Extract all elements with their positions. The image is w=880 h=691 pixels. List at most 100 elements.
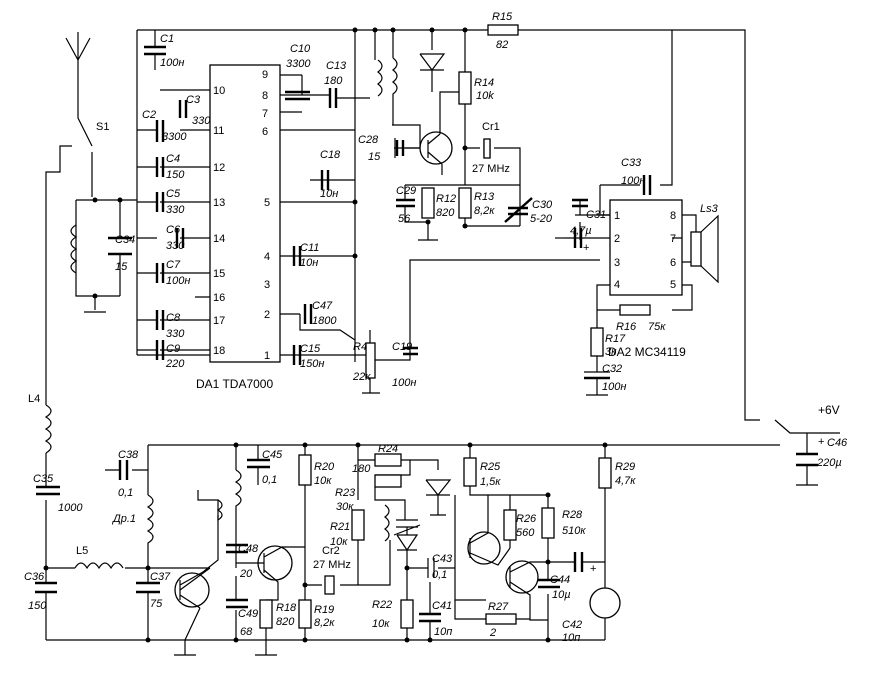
resistor-r16 [619,304,651,316]
label-labels-c34: C34 [115,234,135,246]
label-labels-r22: R22 [372,599,392,611]
label-labels-c3: C3 [186,94,201,106]
label-labels-r29: R29 [615,461,635,473]
label-labels-c34v: 15 [115,261,128,273]
label-labels-c3v: 330 [192,115,211,127]
label-labels-r4v: 22к [352,371,371,383]
label-labels-vcc: +6V [818,403,840,417]
label-labels-c37v: 75 [150,598,163,610]
resistor-r28 [541,507,555,539]
label-labels-c13: C13 [326,60,347,72]
label-labels-r23: R23 [335,487,356,499]
label-labels-c48: C48 [238,543,259,555]
label-labels-c29v: 56 [398,213,411,225]
label-labels-c43v: 0,1 [432,569,447,581]
label-labels-r27v: 2 [489,627,496,639]
label-labels-cr1: Cr1 [482,121,500,133]
label-labels-r20: R20 [314,461,335,473]
label-labels-c9: C9 [166,343,180,355]
label-labels-c38v: 0,1 [118,487,133,499]
resistor-r29 [598,457,612,489]
label-labels-c41: C41 [432,600,452,612]
label-labels-c45v: 0,1 [262,474,277,486]
label-labels-r20v: 10к [314,475,332,487]
label-pins_da2-1: 2 [614,233,620,245]
label-labels-c19: C19 [392,341,412,353]
label-labels-c44v: 10µ [552,589,571,601]
label-labels-r21v: 10к [330,536,348,548]
label-labels-cr1v: 27 MHz [472,163,510,175]
resistor-r20 [298,454,312,486]
label-labels-c5v: 330 [166,204,185,216]
label-labels-r13: R13 [474,191,495,203]
label-labels-c8: C8 [166,312,181,324]
label-labels-c4: C4 [166,153,180,165]
label-pins_da1-3: 6 [262,126,268,138]
resistor-r13 [458,187,472,219]
label-labels-r28v: 510к [562,525,586,537]
label-labels-c7: C7 [166,259,181,271]
label-da2: DA2 MC34119 [608,345,686,359]
label-pins_da1-5: 11 [213,125,224,137]
label-labels-cr2: Cr2 [322,545,340,557]
label-pins_da1-14: 4 [264,251,270,263]
label-labels-c46: C46 [827,437,848,449]
label-labels-r27: R27 [488,601,509,613]
crystal-cr1 [483,138,491,159]
label-c1: C1 [160,33,174,45]
label-labels-c15v: 150н [300,358,324,370]
label-pins_da2-7: 5 [670,279,676,291]
label-labels-c32v: 100н [602,381,626,393]
label-labels-c42: C42 [562,619,582,631]
resistor-r24 [374,453,402,467]
label-pins_da1-4: 10 [213,85,225,97]
label-labels-r15: R15 [492,11,513,23]
label-labels-c35v: 1000 [58,502,83,514]
label-labels-r12: R12 [436,193,456,205]
left-caps [137,100,188,360]
label-labels-c18: C18 [320,149,341,161]
label-labels-c47: C47 [312,300,333,312]
label-labels-c32: C32 [602,363,622,375]
label-labels-r28: R28 [562,509,583,521]
label-pins_da1-10: 16 [213,292,225,304]
resistor-r21 [351,509,365,541]
label-pins_da2-2: 3 [614,257,620,269]
label-labels-c8v: 330 [166,328,185,340]
label-labels-c9v: 220 [165,358,185,370]
label-labels-c44: C44 [550,574,570,586]
label-labels-c10: C10 [290,43,311,55]
label-pins_da1-0: 9 [262,69,268,81]
label-labels-r22v: 10к [372,618,390,630]
label-labels-r12v: 820 [436,207,455,219]
label-labels-c46v: 220µ [816,457,842,469]
label-labels-c11v: 10н [300,257,318,269]
resistor-r23 [374,474,402,488]
label-labels-plus: + [818,436,824,448]
label-labels-c31: C31 [586,209,606,221]
transistor-q1 [174,572,210,608]
label-labels-r18v: 820 [276,616,295,628]
input-tank [70,199,137,313]
label-labels-c19v: 100н [392,377,416,389]
label-labels-c10v: 3300 [286,58,311,70]
label-labels-c36: C36 [24,571,45,583]
label-labels-r21: R21 [330,521,350,533]
resistor-r27 [485,613,517,625]
label-pins_da1-15: 3 [264,279,270,291]
label-labels-dr1: Др.1 [111,513,136,525]
label-labels-c49: C49 [238,608,258,620]
label-labels-c13v: 180 [324,75,343,87]
resistor-r19 [298,599,312,629]
label-pins_da2-5: 7 [670,233,676,245]
label-labels-plus: + [590,563,596,575]
label-labels-c5: C5 [166,188,181,200]
label-pins_da1-13: 5 [264,197,270,209]
crystal-cr2 [324,575,335,595]
label-pins_da1-7: 13 [213,197,225,209]
microphone-icon [589,587,621,619]
resistor-r25 [463,457,477,487]
resistor-r22 [400,599,414,629]
